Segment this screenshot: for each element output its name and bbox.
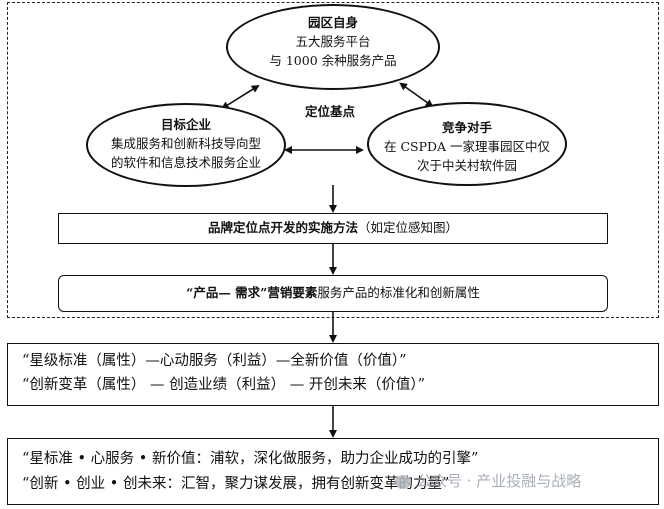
arrow-left-top [220,84,260,110]
target-enterprise-line1: 集成服务和创新科技导向型 [110,136,261,151]
target-enterprise-line2: 的软件和信息技术服务企业 [110,155,261,170]
value-line1: “星级标准（属性）—心动服务（利益）—全新价值（价值）” [22,353,407,369]
wechat-icon [395,474,411,489]
park-self-line1: 五大服务平台 [295,34,371,49]
value-line2: “创新变革（属性） — 创造业绩（利益） — 开创未来（价值）” [22,377,426,393]
slogan-box: “星标准 • 心服务 • 新价值：浦软，深化做服务，助力企业成功的引擎” “创新… [7,438,659,505]
competitor-line1: 在 CSPDA 一家理事园区中仅 [383,139,551,154]
method-normal: （如定位感知图） [358,220,459,235]
value-box: “星级标准（属性）—心动服务（利益）—全新价值（价值）” “创新变革（属性） —… [7,343,659,406]
target-enterprise-ellipse: 目标企业 集成服务和创新科技导向型 的软件和信息技术服务企业 [86,103,286,187]
slogan-line2: “创新 • 创业 • 创未来：汇智，聚力谋发展，拥有创新变革的力量” [22,476,450,492]
competitor-line2: 次于中关村软件园 [416,158,517,173]
arrow-right-top [399,82,434,108]
park-self-title: 园区自身 [307,15,358,30]
competitor-ellipse: 竞争对手 在 CSPDA 一家理事园区中仅 次于中关村软件园 [367,102,567,186]
marketing-normal: 服务产品的标准化和创新属性 [317,285,480,300]
target-enterprise-title: 目标企业 [160,117,211,132]
marketing-box: “产品— 需求”营销要素服务产品的标准化和创新属性 [58,275,608,312]
park-self-line2: 与 1000 余种服务产品 [269,53,397,68]
marketing-bold: “产品— 需求”营销要素 [186,285,318,300]
park-self-ellipse: 园区自身 五大服务平台 与 1000 余种服务产品 [226,4,440,90]
competitor-title: 竞争对手 [441,120,492,135]
positioning-base-label: 定位基点 [305,104,356,119]
method-box: 品牌定位点开发的实施方法（如定位感知图） [58,213,608,244]
watermark: 公众号 · 产业投融与战略 [395,470,581,491]
method-bold: 品牌定位点开发的实施方法 [207,220,358,235]
slogan-line1: “星标准 • 心服务 • 新价值：浦软，深化做服务，助力企业成功的引擎” [22,451,479,467]
watermark-text: 公众号 · 产业投融与战略 [417,472,582,490]
